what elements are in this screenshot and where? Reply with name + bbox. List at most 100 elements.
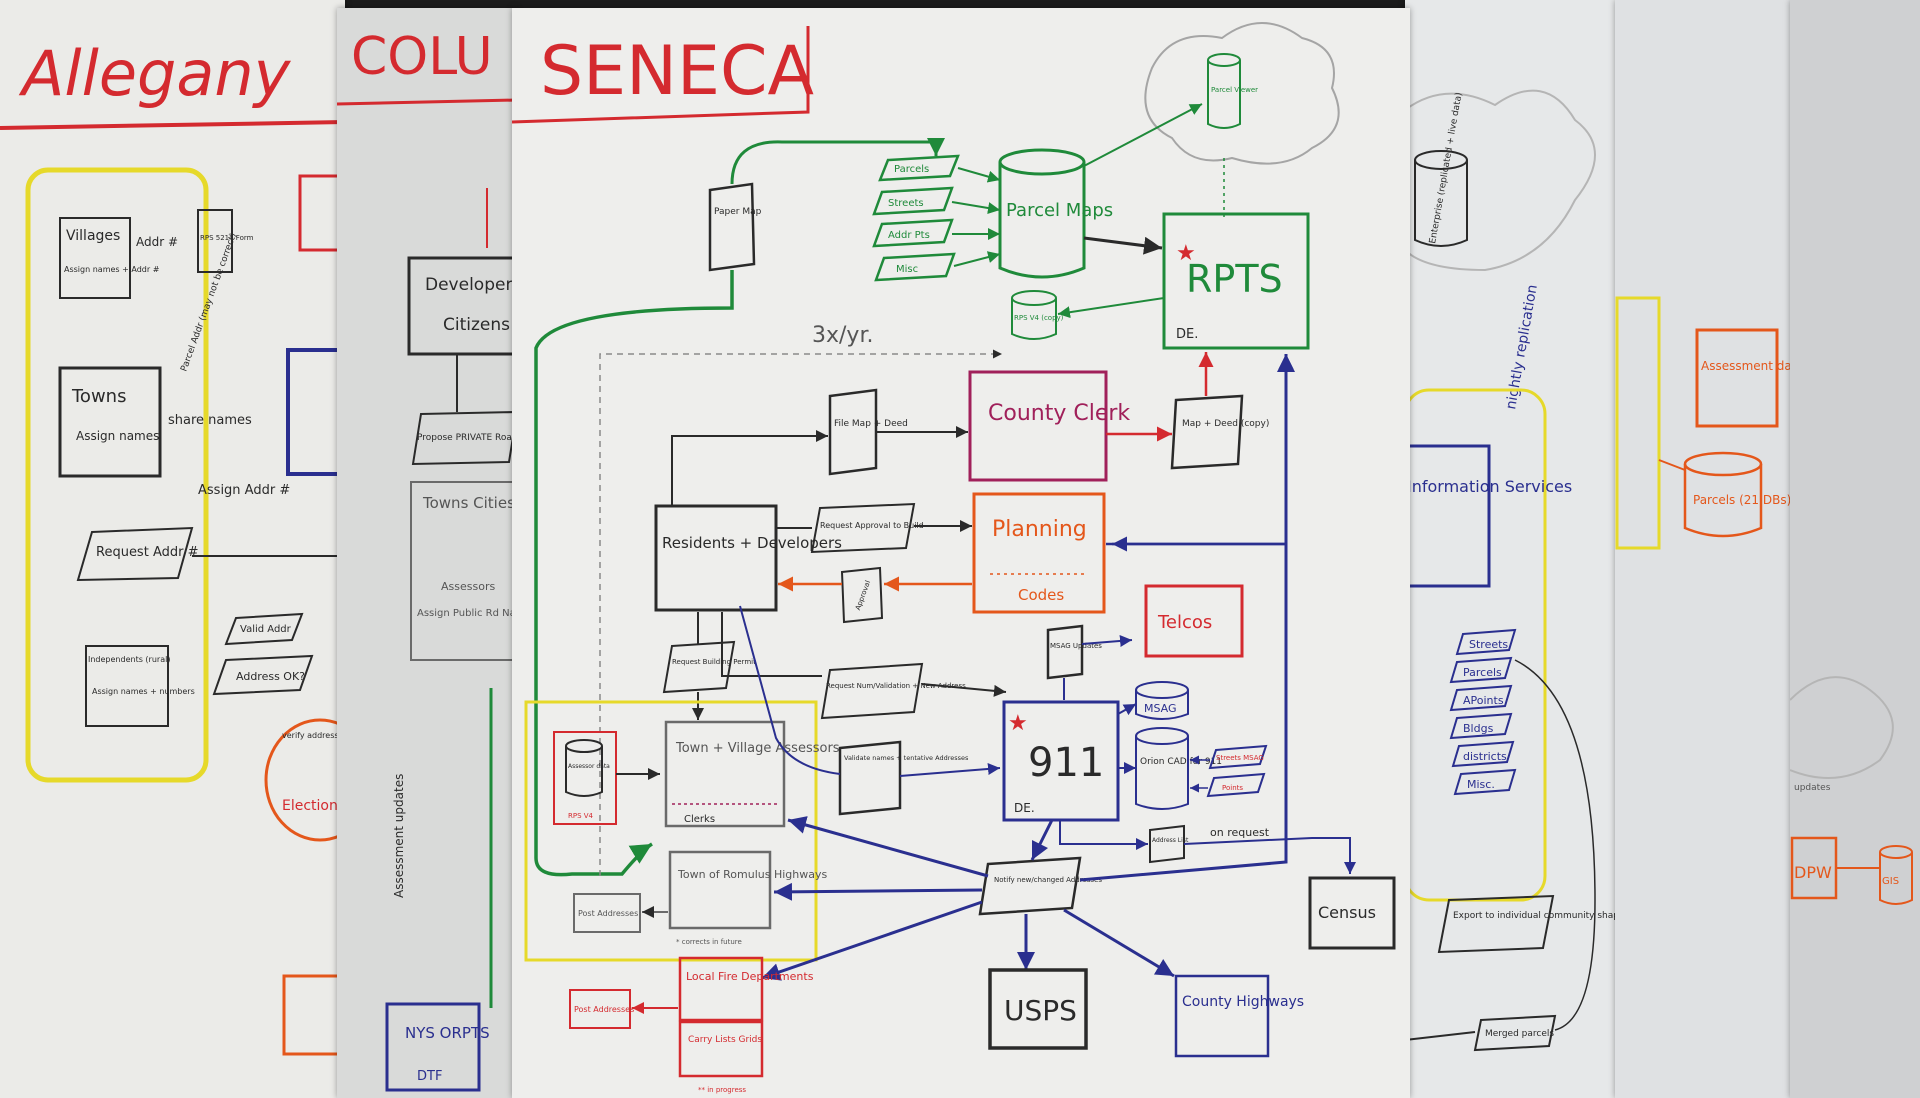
allegany-sheet: Allegany Villages Assign names + Addr # … xyxy=(0,0,345,1098)
right1-apoints: APoints xyxy=(1463,694,1504,707)
request-num-label: Request Num/Validation + New Address xyxy=(826,682,966,690)
allegany-villages-label: Villages xyxy=(66,228,120,244)
map-deed-label: Map + Deed (copy) xyxy=(1182,419,1269,429)
layer-addr-pts: Addr Pts xyxy=(888,230,930,241)
allegany-villages-sub: Assign names + Addr # xyxy=(64,265,160,274)
town-village-label: Town + Village Assessors xyxy=(675,741,840,756)
allegany-rps-label: RPS 5217 Form xyxy=(200,234,254,242)
validate-label: Validate names + tentative Addresses xyxy=(844,754,969,762)
columbia-updates-label: Assessment updates xyxy=(392,774,406,898)
allegany-towns-box xyxy=(58,366,162,478)
right1-diagram: Enterprise (replicated + live data) nigh… xyxy=(1405,89,1625,1052)
allegany-rps-form xyxy=(197,209,233,273)
allegany-addr-label: Addr # xyxy=(136,235,178,249)
right-sheet-2: Assessment data Parcels (21 DBs) xyxy=(1615,0,1795,1098)
layer-parcels: Parcels xyxy=(894,164,929,175)
nine11-de-label: DE. xyxy=(1014,801,1035,815)
file-map-label: File Map + Deed xyxy=(834,419,908,429)
right3-dpw-label: DPW xyxy=(1794,863,1832,882)
points-label: Points xyxy=(1222,784,1243,792)
columbia-dtf-label: DTF xyxy=(417,1069,442,1084)
right1-parcels: Parcels xyxy=(1463,666,1502,679)
county-clerk-label: County Clerk xyxy=(988,401,1130,426)
right-sheet-3: updates DPW GIS xyxy=(1790,0,1920,1098)
codes-label: Codes xyxy=(1018,586,1064,604)
clerks-label: Clerks xyxy=(684,814,715,825)
columbia-diagram: COLU Developers Citizens Propose PRIVATE… xyxy=(337,27,517,1092)
residents-label: Residents + Developers xyxy=(662,534,842,552)
columbia-assign-label: Assign Public Rd Names xyxy=(417,608,517,619)
notify-label: Notify new/changed Addresses xyxy=(994,876,1102,884)
rpts-box xyxy=(1162,212,1310,350)
telcos-label: Telcos xyxy=(1157,612,1212,633)
columbia-propose-label: Propose PRIVATE Road Names xyxy=(417,433,517,443)
columbia-sheet: COLU Developers Citizens Propose PRIVATE… xyxy=(337,8,517,1098)
right1-streets: Streets xyxy=(1469,638,1508,651)
columbia-towns-box xyxy=(410,481,517,661)
freq-label: 3x/yr. xyxy=(812,323,873,348)
columbia-developers-label: Developers xyxy=(425,275,517,295)
address-list-label: Address List xyxy=(1152,837,1189,844)
layer-streets: Streets xyxy=(888,198,924,209)
request-permit-label: Request Building Permit xyxy=(672,658,756,666)
census-box xyxy=(1308,876,1396,950)
layer-misc: Misc xyxy=(896,264,918,275)
in-progress-label: ** in progress xyxy=(698,1086,746,1094)
columbia-title: COLU xyxy=(351,27,493,87)
columbia-citizens-label: Citizens xyxy=(443,315,510,335)
allegany-towns-label: Towns xyxy=(71,386,126,407)
right1-info-services: Information Services xyxy=(1407,477,1572,496)
allegany-share-label: share names xyxy=(168,413,252,428)
right1-bldgs: Bldgs xyxy=(1463,722,1494,735)
allegany-address-ok: Address OK? xyxy=(236,670,305,683)
rpts-label: RPTS xyxy=(1186,257,1283,301)
allegany-election: Election xyxy=(282,798,338,814)
telcos-box xyxy=(1144,584,1244,658)
right3-diagram: updates DPW GIS xyxy=(1790,676,1913,905)
right2-parcels-label: Parcels (21 DBs) xyxy=(1693,493,1791,507)
seneca-title: SENECA xyxy=(540,32,814,111)
planning-label: Planning xyxy=(992,517,1087,542)
parcel-maps-db-top xyxy=(998,148,1086,176)
town-village-box xyxy=(664,720,786,828)
local-fire-label: Local Fire Departments xyxy=(686,970,814,983)
romulus-box xyxy=(668,850,772,930)
request-approval-label: Request Approval to Build xyxy=(820,521,924,530)
columbia-assessors-label: Assessors xyxy=(441,580,495,593)
orion-label: Orion CAD for 911 xyxy=(1140,757,1222,767)
allegany-assign-addr: Assign Addr # xyxy=(198,483,290,498)
right2-assessment-label: Assessment data xyxy=(1701,359,1795,373)
msag-label: MSAG xyxy=(1144,702,1177,715)
parcel-maps-label: Parcel Maps xyxy=(1006,200,1113,221)
allegany-request-label: Request Addr # xyxy=(96,545,198,560)
right1-merged: Merged parcels xyxy=(1485,1029,1554,1039)
columbia-orpts-box xyxy=(385,1002,481,1092)
msag-updates-label: MSAG Updates xyxy=(1050,642,1102,650)
assessor-data-label: Assessor data xyxy=(568,763,610,770)
residents-box xyxy=(654,504,778,612)
right2-diagram: Assessment data Parcels (21 DBs) xyxy=(1615,296,1795,550)
post-addresses-label: Post Addresses xyxy=(578,909,638,918)
county-clerk-box xyxy=(968,370,1108,482)
planning-box xyxy=(972,492,1106,614)
paper-map-label: Paper Map xyxy=(714,207,762,217)
columbia-developers-box xyxy=(407,256,517,356)
nine11-label: 911 xyxy=(1028,740,1104,786)
allegany-diagram: Allegany Villages Assign names + Addr # … xyxy=(0,37,345,1056)
romulus-label: Town of Romulus Highways xyxy=(677,868,827,881)
allegany-title: Allegany xyxy=(18,37,292,110)
nine11-star: ★ xyxy=(1008,711,1028,736)
rps-copy-label: RPS V4 (copy) xyxy=(1014,314,1064,322)
right3-updates: updates xyxy=(1794,783,1831,793)
seneca-diagram: SENECA Parcel Viewer Paper Map Parcels S… xyxy=(512,22,1396,1094)
street-msag-label: Streets MSAG xyxy=(1216,754,1264,762)
allegany-independent-sub: Assign names + numbers xyxy=(92,687,195,696)
post-addresses2-label: Post Addresses xyxy=(574,1005,634,1014)
allegany-independent-box xyxy=(85,645,169,727)
allegany-towns-sub: Assign names xyxy=(76,429,159,443)
rpts-de-label: DE. xyxy=(1176,327,1198,342)
right2-assessment-box xyxy=(1695,328,1779,428)
county-highways-box xyxy=(1174,974,1270,1058)
right3-gis-label: GIS xyxy=(1882,876,1899,887)
right1-districts: districts xyxy=(1463,750,1507,763)
